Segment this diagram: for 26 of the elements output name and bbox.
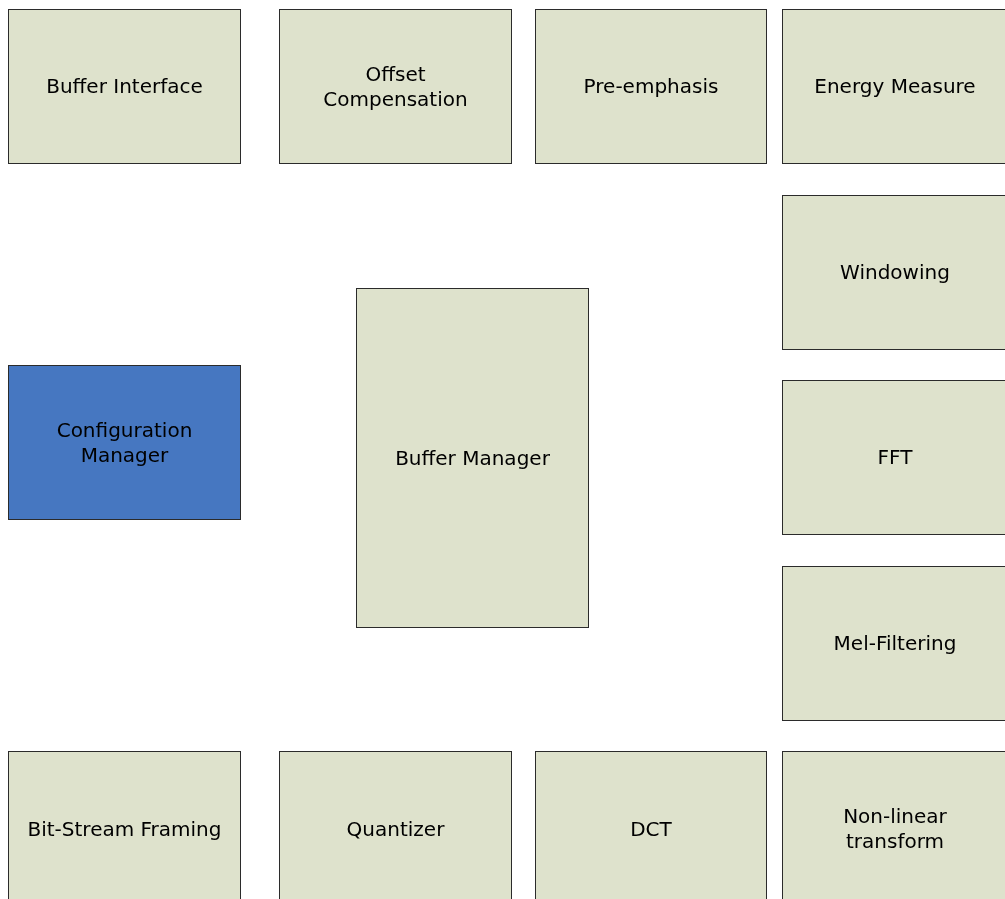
box-label: Configuration Manager (55, 417, 194, 468)
box-label: Mel-Filtering (833, 631, 957, 656)
component-box (8, 365, 241, 520)
component-box (279, 9, 512, 164)
component-box (8, 9, 241, 164)
component-box (782, 9, 1005, 164)
box-label: Quantizer (346, 817, 445, 842)
box-label: FFT (877, 445, 913, 470)
component-box (782, 195, 1005, 350)
box-label: Offset Compensation (322, 61, 469, 112)
box-label: DCT (630, 817, 672, 842)
component-box (8, 751, 241, 899)
component-box (535, 751, 767, 899)
box-label: Energy Measure (814, 74, 976, 99)
box-label: Buffer Manager (395, 445, 550, 471)
component-box (782, 380, 1005, 535)
component-box (782, 751, 1005, 899)
box-label: Bit-Stream Framing (27, 817, 222, 842)
box-label: Non-linear transform (842, 804, 948, 854)
box-label: Windowing (840, 260, 950, 285)
component-box (535, 9, 767, 164)
box-label: Pre-emphasis (583, 74, 719, 99)
component-box (279, 751, 512, 899)
component-box (356, 288, 589, 628)
component-box (782, 566, 1005, 721)
box-label: Buffer Interface (46, 74, 203, 99)
